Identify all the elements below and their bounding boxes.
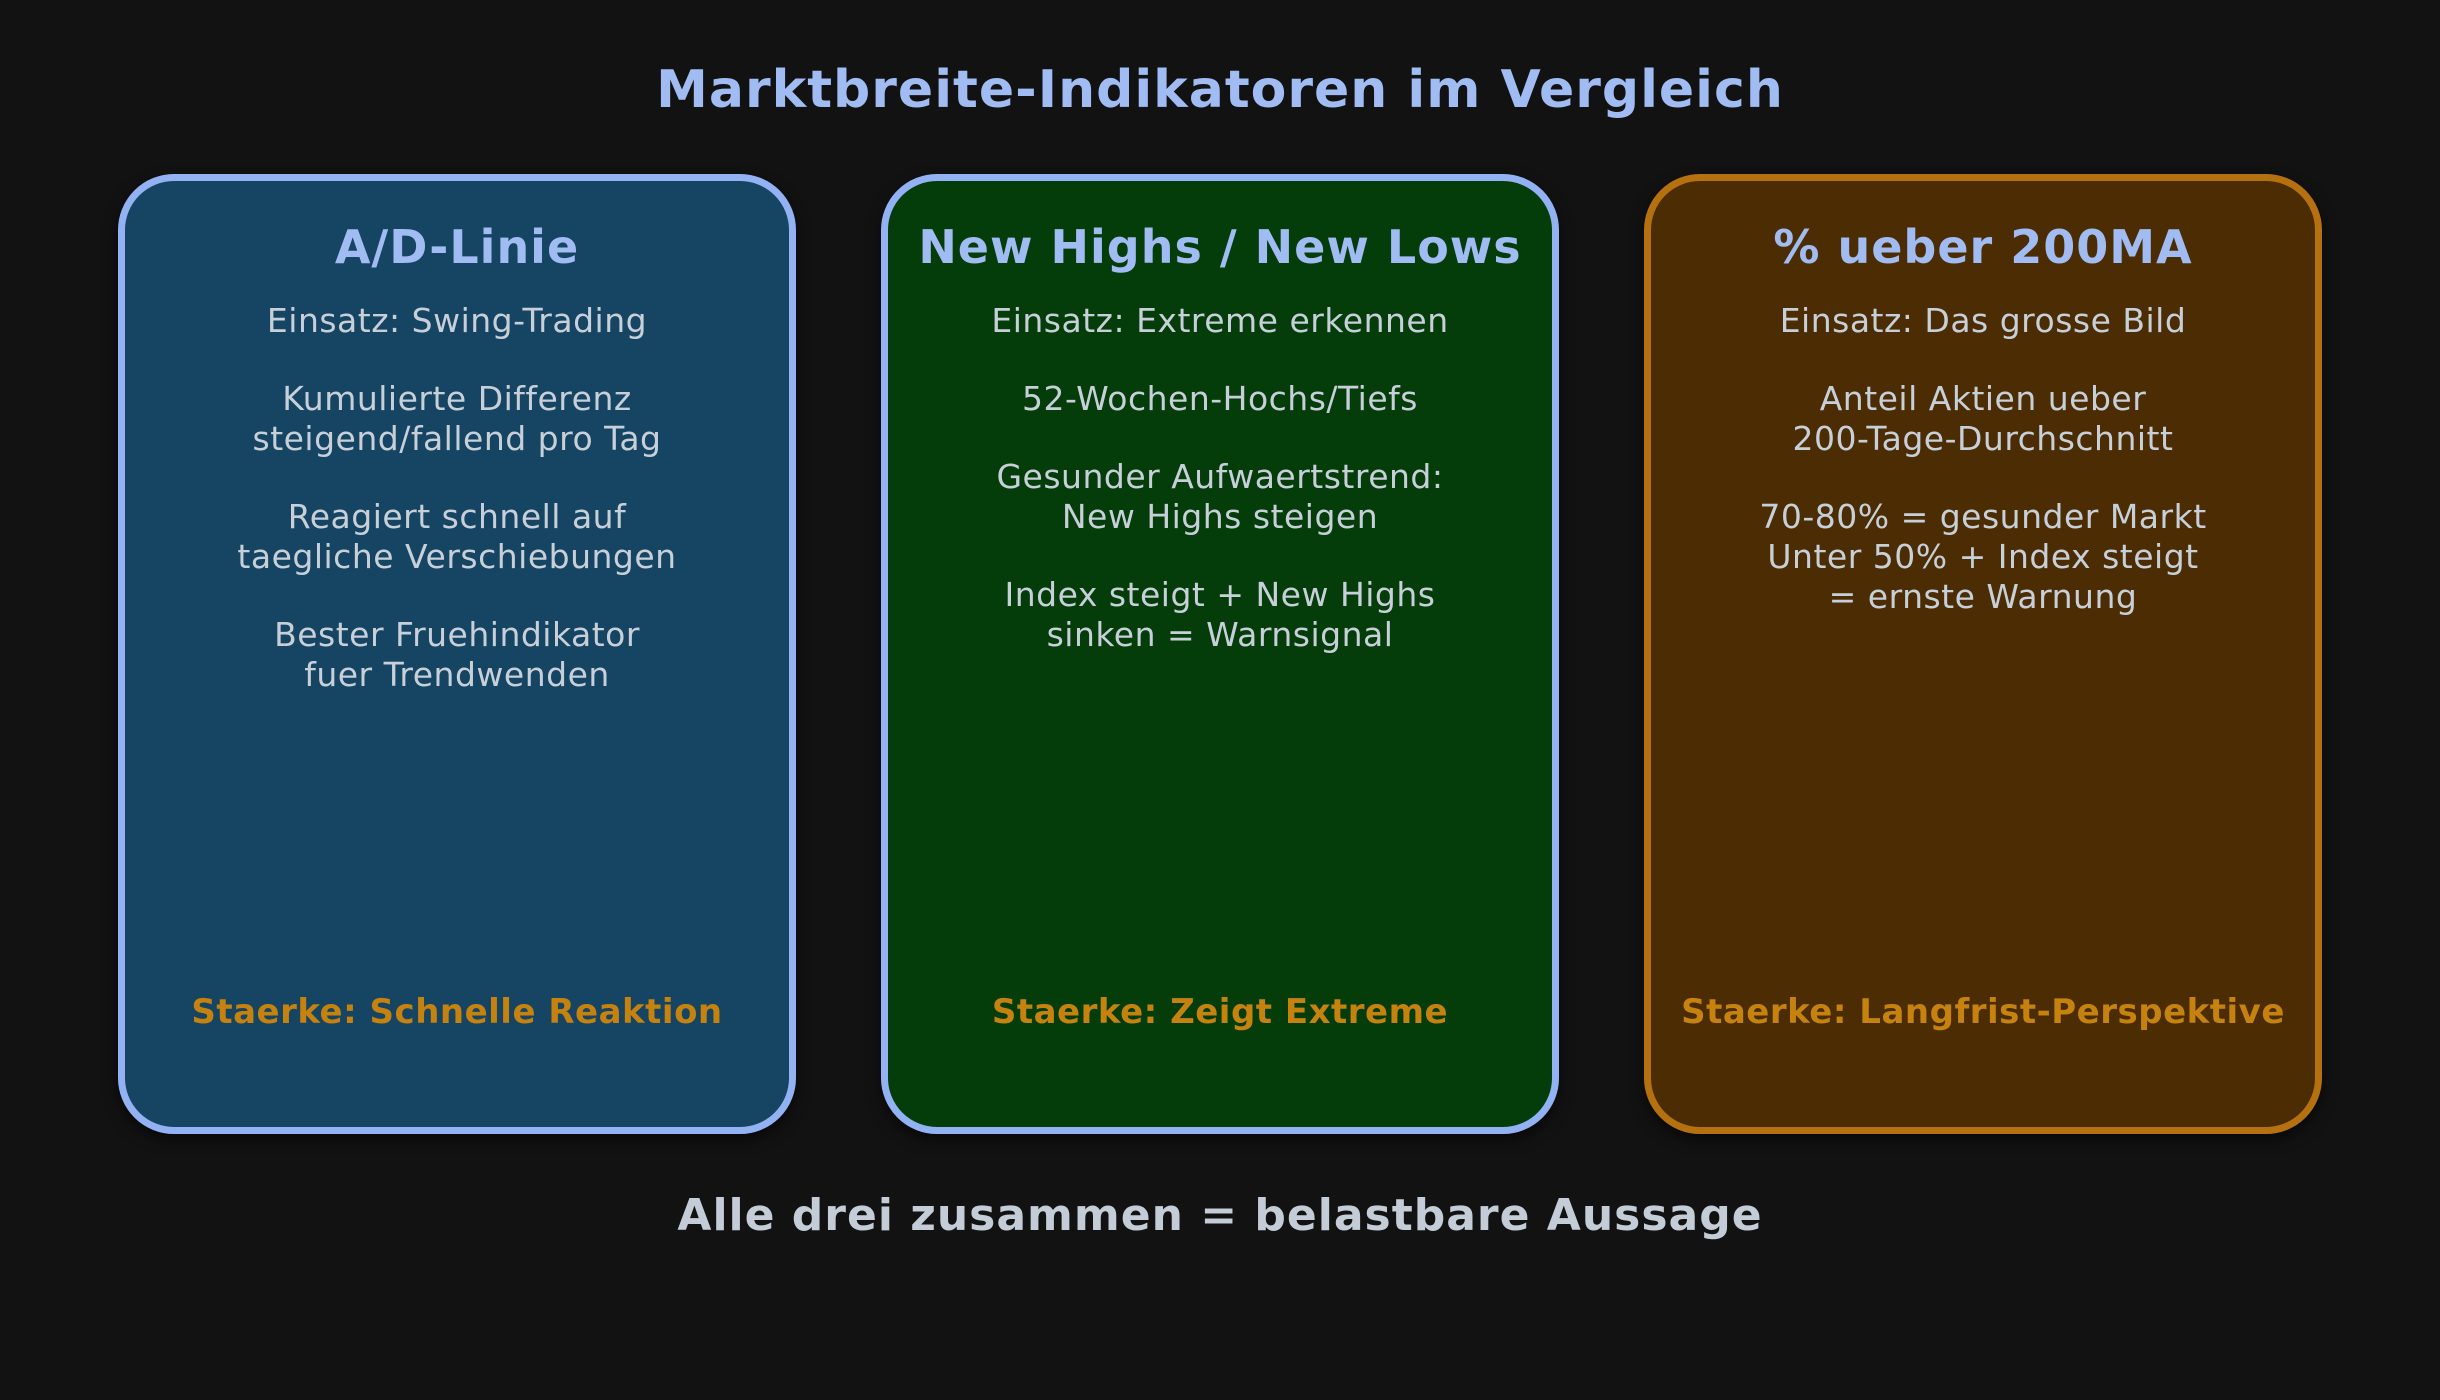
- body-line: steigend/fallend pro Tag: [252, 419, 662, 458]
- card-body: Einsatz: Extreme erkennen 52-Wochen-Hoch…: [888, 301, 1552, 655]
- body-line: Bester Fruehindikator: [274, 615, 640, 654]
- body-line: Einsatz: Swing-Trading: [266, 301, 648, 340]
- card-body: Einsatz: Swing-Trading Kumulierte Differ…: [125, 301, 789, 695]
- body-line: Kumulierte Differenz: [282, 379, 632, 418]
- body-line: 200-Tage-Durchschnitt: [1792, 419, 2174, 458]
- card-title: New Highs / New Lows: [918, 220, 1522, 274]
- indicator-card-new-highs-lows: New Highs / New Lows Einsatz: Extreme er…: [881, 174, 1559, 1134]
- body-line: = ernste Warnung: [1828, 577, 2138, 616]
- body-line: Reagiert schnell auf: [287, 497, 627, 536]
- body-line: Anteil Aktien ueber: [1819, 379, 2147, 418]
- body-paragraph: 70-80% = gesunder Markt Unter 50% + Inde…: [1681, 497, 2285, 617]
- body-line: fuer Trendwenden: [304, 655, 610, 694]
- body-paragraph: Index steigt + New Highs sinken = Warnsi…: [918, 575, 1522, 655]
- body-paragraph: Anteil Aktien ueber 200-Tage-Durchschnit…: [1681, 379, 2285, 459]
- body-line: Index steigt + New Highs: [1004, 575, 1436, 614]
- body-paragraph: Kumulierte Differenz steigend/fallend pr…: [155, 379, 759, 459]
- body-paragraph: Einsatz: Extreme erkennen: [918, 301, 1522, 341]
- page-title: Marktbreite-Indikatoren im Vergleich: [656, 60, 1784, 120]
- body-line: Einsatz: Das grosse Bild: [1779, 301, 2187, 340]
- body-paragraph: 52-Wochen-Hochs/Tiefs: [918, 379, 1522, 419]
- body-line: New Highs steigen: [1061, 497, 1379, 536]
- body-line: Einsatz: Extreme erkennen: [991, 301, 1449, 340]
- body-paragraph: Einsatz: Das grosse Bild: [1681, 301, 2285, 341]
- body-line: Gesunder Aufwaertstrend:: [996, 457, 1444, 496]
- footer-note: Alle drei zusammen = belastbare Aussage: [677, 1190, 1763, 1241]
- indicator-card-pct-ueber-200ma: % ueber 200MA Einsatz: Das grosse Bild A…: [1644, 174, 2322, 1134]
- strength-label: Staerke: Schnelle Reaktion: [191, 992, 723, 1032]
- strength-label: Staerke: Zeigt Extreme: [991, 992, 1449, 1032]
- body-line: 70-80% = gesunder Markt: [1759, 497, 2207, 536]
- card-title: A/D-Linie: [334, 220, 580, 274]
- cards-row: A/D-Linie Einsatz: Swing-Trading Kumulie…: [0, 174, 2440, 1134]
- strength-label: Staerke: Langfrist-Perspektive: [1681, 992, 2285, 1032]
- card-body: Einsatz: Das grosse Bild Anteil Aktien u…: [1651, 301, 2315, 617]
- indicator-card-ad-linie: A/D-Linie Einsatz: Swing-Trading Kumulie…: [118, 174, 796, 1134]
- body-paragraph: Gesunder Aufwaertstrend: New Highs steig…: [918, 457, 1522, 537]
- body-paragraph: Reagiert schnell auf taegliche Verschieb…: [155, 497, 759, 577]
- card-title: % ueber 200MA: [1773, 220, 2193, 274]
- body-paragraph: Bester Fruehindikator fuer Trendwenden: [155, 615, 759, 695]
- body-line: Unter 50% + Index steigt: [1767, 537, 2199, 576]
- canvas-background: { "page": { "title": "Marktbreite-Indika…: [0, 60, 2440, 1400]
- body-line: sinken = Warnsignal: [1046, 615, 1394, 654]
- body-line: 52-Wochen-Hochs/Tiefs: [1022, 379, 1418, 418]
- body-line: taegliche Verschiebungen: [237, 537, 677, 576]
- body-paragraph: Einsatz: Swing-Trading: [155, 301, 759, 341]
